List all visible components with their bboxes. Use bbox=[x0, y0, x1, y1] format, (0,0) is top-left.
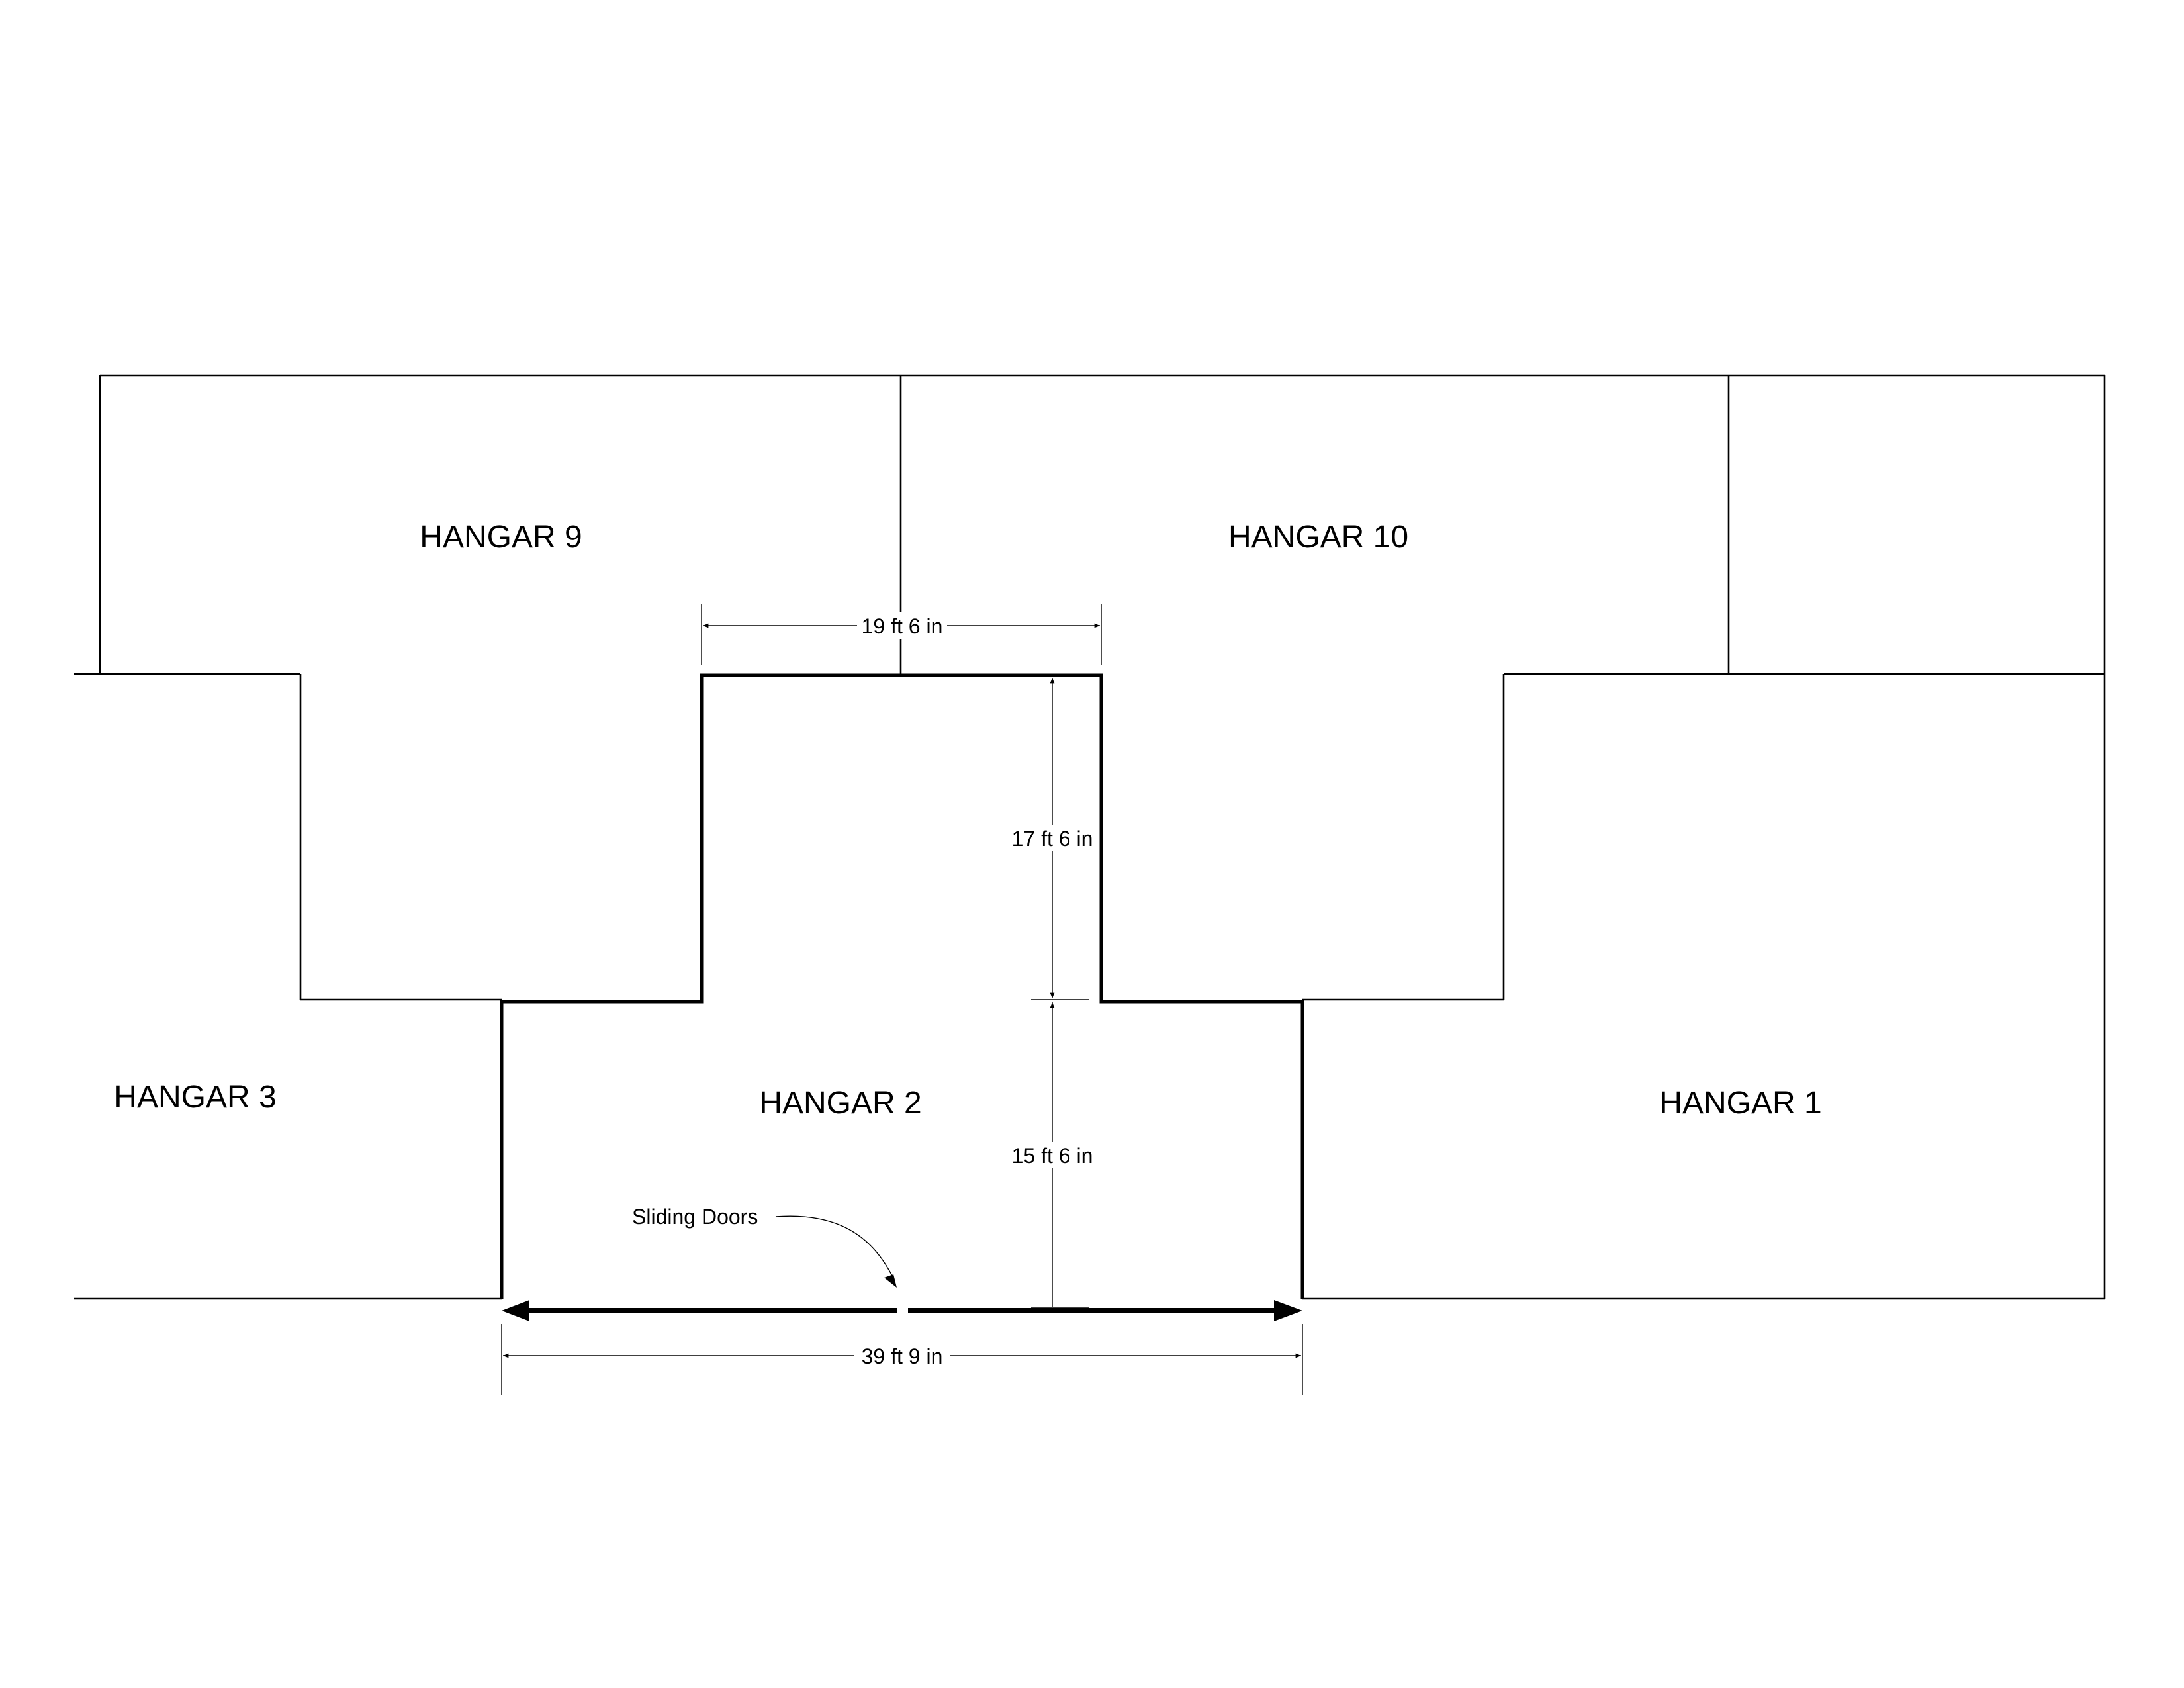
door-arrow-left bbox=[502, 1300, 529, 1321]
sliding-doors-callout: Sliding Doors bbox=[632, 1205, 897, 1288]
dimension-door-width: 39 ft 9 in bbox=[501, 1324, 1303, 1395]
door-arrow-right bbox=[1274, 1300, 1302, 1321]
dim-label-lower-depth: 15 ft 6 in bbox=[1012, 1144, 1093, 1168]
dim-label-bg bbox=[857, 612, 947, 639]
hangar-3-label: HANGAR 3 bbox=[114, 1080, 276, 1115]
dim-label-bg bbox=[1006, 1142, 1099, 1168]
hangar-2-label: HANGAR 2 bbox=[759, 1086, 921, 1121]
dimension-lower-depth: 15 ft 6 in bbox=[1006, 1002, 1099, 1309]
dim-label-bg bbox=[1006, 825, 1099, 851]
dim-label-door-width: 39 ft 9 in bbox=[862, 1344, 943, 1368]
dimension-upper-depth: 17 ft 6 in bbox=[1006, 678, 1099, 998]
hangar-2-outline bbox=[500, 673, 1304, 1299]
callout-arrowhead bbox=[884, 1274, 897, 1288]
dim-label-bg bbox=[854, 1342, 950, 1369]
hangar-1-label: HANGAR 1 bbox=[1659, 1086, 1821, 1121]
dim-label-top-width: 19 ft 6 in bbox=[862, 614, 943, 638]
hangar-9-label: HANGAR 9 bbox=[420, 520, 582, 555]
sliding-doors-label: Sliding Doors bbox=[632, 1205, 758, 1229]
callout-leader-line bbox=[775, 1215, 895, 1282]
dim-label-upper-depth: 17 ft 6 in bbox=[1012, 827, 1093, 851]
sliding-doors bbox=[502, 1300, 1302, 1321]
hangar-10-label: HANGAR 10 bbox=[1228, 520, 1408, 555]
dimension-top-width: 19 ft 6 in bbox=[701, 604, 1102, 665]
building-walls bbox=[74, 374, 2106, 1300]
